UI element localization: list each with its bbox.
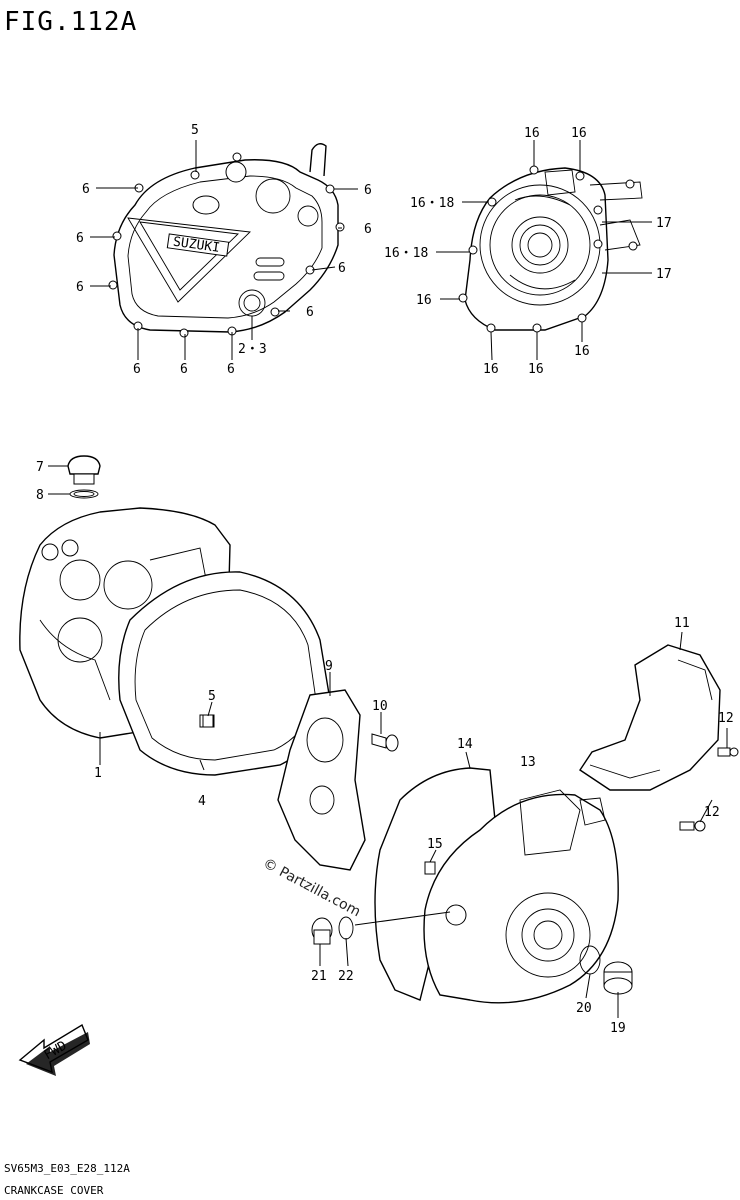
callout-5: 5	[208, 689, 216, 704]
leader-lines	[48, 140, 728, 1018]
callout-20: 20	[576, 1001, 592, 1016]
callout-6: 6	[82, 182, 90, 197]
dowel-pin-5	[202, 714, 214, 728]
callout-15: 15	[427, 837, 443, 852]
plug-19-drawing	[603, 961, 633, 995]
bolts-12-drawing	[679, 747, 739, 832]
callout-11: 11	[674, 616, 690, 631]
o-ring-22	[338, 916, 354, 940]
callout-17: 17	[656, 267, 672, 282]
clutch-cover-drawing: SUZUKI	[108, 143, 345, 338]
callout-13: 13	[520, 755, 536, 770]
callout-12: 12	[704, 805, 720, 820]
callout-17: 17	[656, 216, 672, 231]
generator-cover-assy-drawing	[374, 767, 619, 1004]
suzuki-logo: SUZUKI	[172, 235, 221, 256]
callout-14: 14	[457, 737, 473, 752]
callout-6: 6	[76, 280, 84, 295]
callout-16-18: 16・18	[384, 246, 428, 261]
callout-10: 10	[372, 699, 388, 714]
callout-8: 8	[36, 488, 44, 503]
callout-21: 21	[311, 969, 327, 984]
callout-16: 16	[416, 293, 432, 308]
callout-1: 1	[94, 766, 102, 781]
callout-6: 6	[306, 305, 314, 320]
oil-filler-cap-drawing	[67, 455, 101, 499]
callout-16: 16	[524, 126, 540, 141]
generator-gasket-drawing	[277, 689, 366, 871]
callout-6: 6	[364, 222, 372, 237]
callout-19: 19	[610, 1021, 626, 1036]
callout-6: 6	[76, 231, 84, 246]
callout-9: 9	[325, 659, 333, 674]
callout-6: 6	[338, 261, 346, 276]
diagram-code: SV65M3_E03_E28_112A	[4, 1162, 130, 1175]
callout-2-3: 2・3	[238, 342, 267, 357]
figure-title: FIG.112A	[4, 7, 137, 37]
dowel-pin-15	[424, 861, 436, 875]
callout-16: 16	[574, 344, 590, 359]
fwd-arrow: FWD	[18, 1023, 90, 1076]
callout-16: 16	[571, 126, 587, 141]
cover-guard-drawing	[579, 644, 721, 791]
diagram-caption: CRANKCASE COVER	[4, 1184, 104, 1197]
callout-12: 12	[718, 711, 734, 726]
callout-16: 16	[528, 362, 544, 377]
callout-4: 4	[198, 794, 206, 809]
callout-16-18: 16・18	[410, 196, 454, 211]
callout-6: 6	[180, 362, 188, 377]
callout-7: 7	[36, 460, 44, 475]
callout-labels: 5 6 6 6 6 6 6 6 6 6 6 2・3 16 16 16・18 16…	[36, 123, 734, 1036]
bolt-10-drawing	[371, 733, 399, 752]
callout-16: 16	[483, 362, 499, 377]
callout-6: 6	[364, 183, 372, 198]
plug-21-drawing	[311, 917, 333, 945]
callout-6: 6	[227, 362, 235, 377]
callout-5-top: 5	[191, 123, 199, 138]
generator-cover-drawing	[458, 165, 643, 333]
callout-6: 6	[133, 362, 141, 377]
callout-22: 22	[338, 969, 354, 984]
